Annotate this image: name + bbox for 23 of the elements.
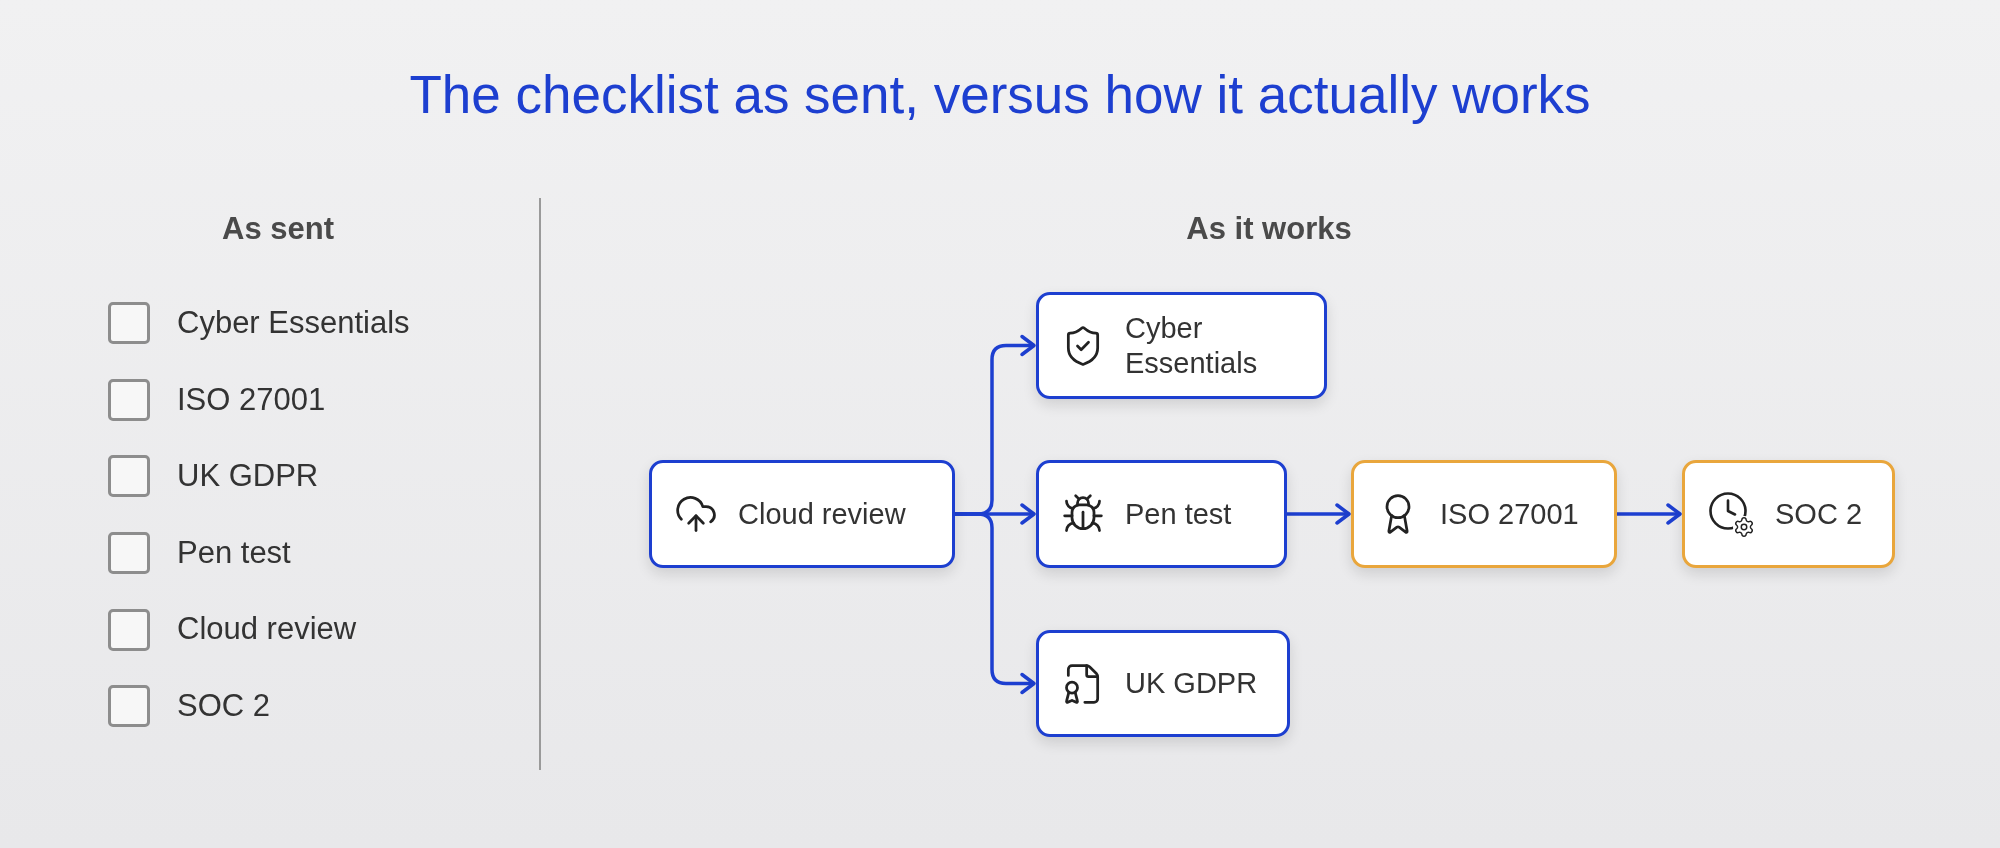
process-box (1036, 460, 1287, 568)
checklist-item: Cloud review (177, 610, 357, 649)
checklist-item: ISO 27001 (177, 380, 326, 419)
checklist-item: UK GDPR (177, 457, 319, 496)
process-box (1036, 292, 1327, 399)
checklist-item: Cyber Essentials (177, 304, 410, 342)
process-box (1351, 460, 1617, 568)
node-label: Cloud review (738, 496, 906, 532)
process-box (1682, 460, 1895, 568)
process-box (1036, 630, 1290, 737)
node-label: SOC 2 (1775, 496, 1863, 532)
arrow (955, 512, 1036, 695)
checklist-item: Pen test (177, 533, 291, 572)
arrow (1617, 503, 1682, 525)
node-label: UK GDPR (1125, 666, 1258, 701)
checklist-item: SOC 2 (177, 687, 271, 725)
arrow (1287, 503, 1351, 525)
column-heading: As sent (221, 210, 335, 248)
node-label: ISO 27001 (1440, 496, 1579, 532)
node-label: Pen test (1125, 496, 1232, 532)
column-heading: As it works (1185, 210, 1353, 248)
process-box (649, 460, 955, 568)
node-label: Cyber Essentials (1125, 310, 1259, 381)
